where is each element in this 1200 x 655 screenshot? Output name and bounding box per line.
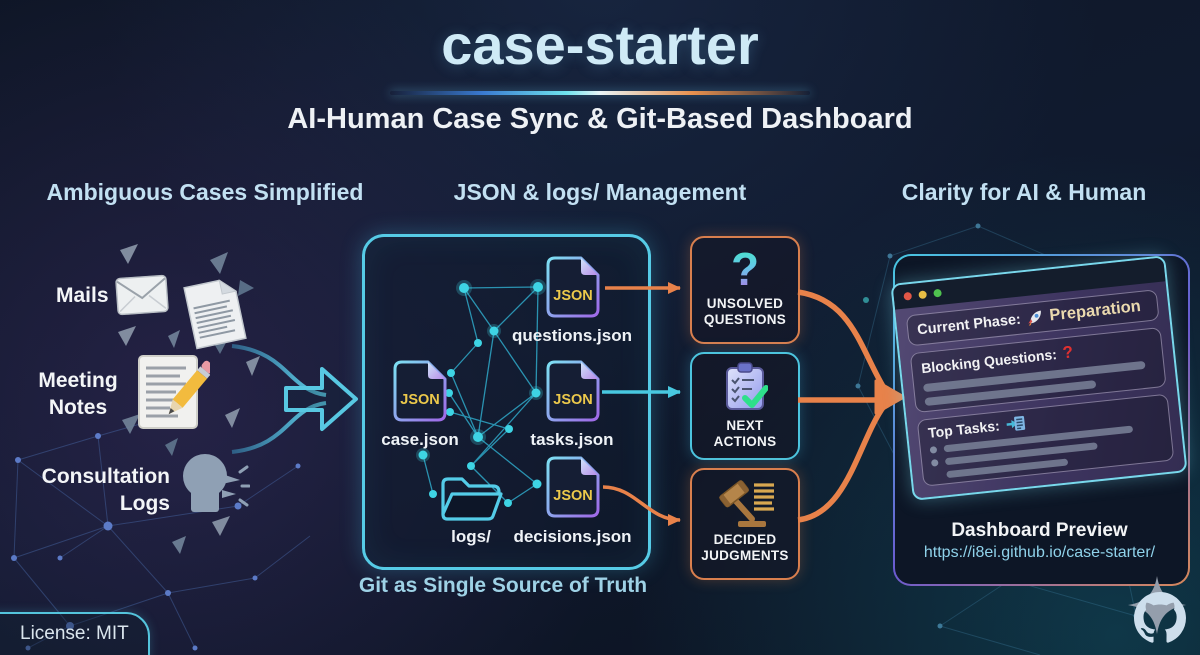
rocket-icon [1028,310,1041,326]
sparkle-star-icon [1128,576,1186,634]
merge-arrow-icon [231,344,358,454]
top-tasks-label: Top Tasks: [927,417,1001,441]
json-file-tasks-icon: JSON [546,360,600,422]
mails-label: Mails [56,284,109,307]
blocking-questions-value: ? [1061,342,1074,363]
left-column-heading: Ambiguous Cases Simplified [46,179,364,205]
page-subtitle: AI-Human Case Sync & Git-Based Dashboard [287,103,913,135]
unsolved-label-line2: QUESTIONS [703,312,787,328]
license-label: License: MIT [20,623,129,644]
memo-pencil-icon [138,355,210,429]
middle-column-heading: JSON & logs/ Management [453,179,747,205]
decisions-file-label: decisions.json [513,527,632,546]
decided-judgments-label-line2: JUDGMENTS [701,548,789,564]
title-divider [390,91,810,95]
right-column-heading: Clarity for AI & Human [901,179,1147,205]
page-title: case-starter [441,13,759,76]
json-badge: JSON [400,392,440,408]
bullet-dot-icon [929,446,938,454]
dashboard-window: Current Phase: Preparation Blocking Ques… [890,255,1188,501]
github-octocat-icon[interactable] [1134,592,1186,644]
consultation-logs-label: Consultation Logs [41,465,170,515]
meeting-notes-label: Meeting Notes [38,369,118,419]
current-phase-label: Current Phase: [916,311,1022,338]
json-badge: JSON [553,488,593,504]
questions-file-label: questions.json [512,326,632,345]
clipboard-check-icon [726,362,768,410]
current-phase-value: Preparation [1048,297,1142,325]
folder-icon [441,477,503,521]
next-actions-box: NEXT ACTIONS [690,352,800,460]
dashboard-preview-url[interactable]: https://i8ei.github.io/case-starter/ [923,544,1156,561]
json-badge: JSON [553,288,593,304]
tasks-file-label: tasks.json [530,430,614,449]
repo-caption: Git as Single Source of Truth [358,574,648,597]
json-badge: JSON [553,392,593,408]
top-tasks-card: Top Tasks: [916,393,1175,487]
minimize-dot-icon [918,290,928,300]
next-actions-label-line1: NEXT [726,418,764,433]
speaking-head-icon [183,454,250,512]
network-graph-decoration [416,279,546,507]
logs-folder-label: logs/ [451,527,491,546]
license-badge: License: MIT [0,612,150,655]
unsolved-label-line1: UNSOLVED [706,296,784,311]
json-file-decisions-icon: JSON [546,456,600,518]
constellation-bottom-left-decoration [11,413,311,651]
case-file-label: case.json [381,430,459,449]
next-actions-label-line2: ACTIONS [713,434,777,450]
json-file-case-icon: JSON [393,360,447,422]
close-dot-icon [903,291,913,301]
envelope-icon [115,274,169,316]
bullet-dot-icon [930,459,939,467]
current-phase-card: Current Phase: Preparation [905,289,1160,347]
document-icon [183,279,247,350]
task-list-icon [1006,415,1026,431]
question-mark-icon: ? [730,243,760,295]
decided-judgments-box: DECIDED JUDGMENTS [690,468,800,580]
gavel-icon [719,480,774,527]
decided-judgments-label-line1: DECIDED [713,532,777,547]
json-file-questions-icon: JSON [546,256,600,318]
maximize-dot-icon [933,288,942,298]
unsolved-questions-box: ? UNSOLVED QUESTIONS [690,236,800,344]
dashboard-preview-title: Dashboard Preview [951,520,1128,541]
shards-decoration [118,244,260,554]
